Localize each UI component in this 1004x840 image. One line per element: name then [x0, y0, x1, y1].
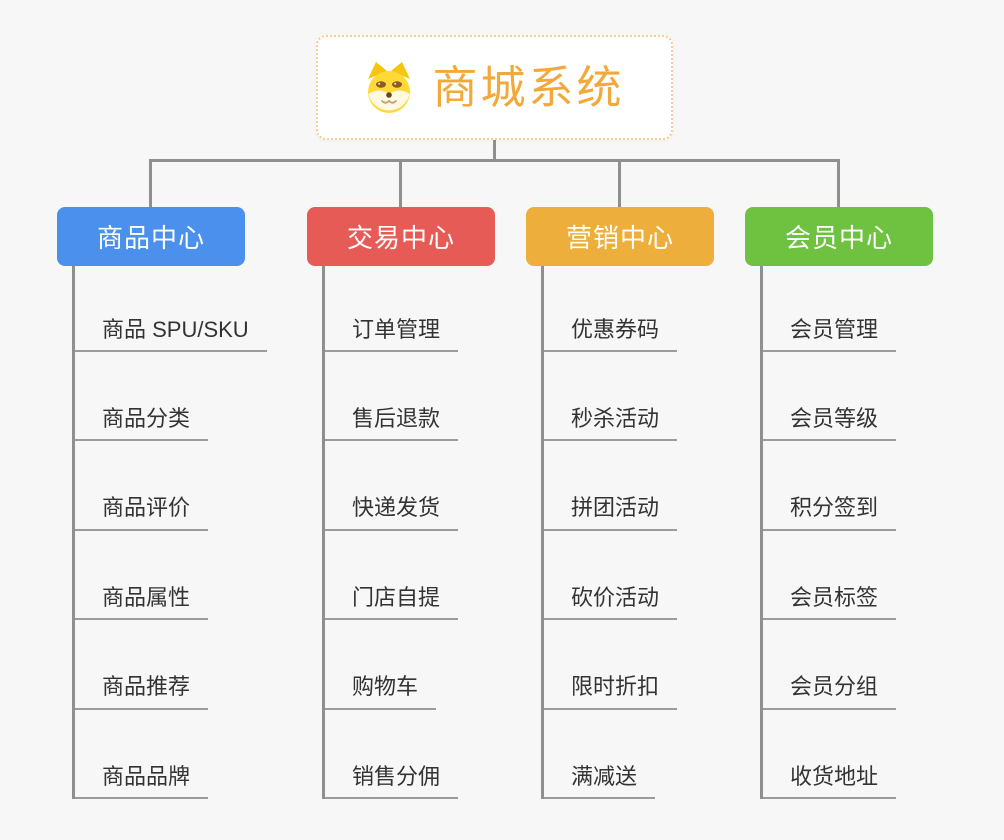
leaf-node[interactable]: 门店自提 — [322, 585, 459, 621]
branch-column-product-center: 商品中心 商品 SPU/SKU 商品分类 商品评价 商品属性 商品推荐 商品品牌 — [57, 207, 267, 799]
branch-node-trade-center[interactable]: 交易中心 — [307, 207, 495, 266]
leaf-node[interactable]: 销售分佣 — [322, 764, 459, 799]
branch-column-member-center: 会员中心 会员管理 会员等级 积分签到 会员标签 会员分组 收货地址 — [745, 207, 933, 799]
branch-node-product-center[interactable]: 商品中心 — [57, 207, 245, 266]
leaf-node[interactable]: 快递发货 — [322, 495, 459, 531]
branch-children: 会员管理 会员等级 积分签到 会员标签 会员分组 收货地址 — [760, 266, 933, 799]
leaf-node[interactable]: 收货地址 — [760, 764, 897, 799]
branch-children: 商品 SPU/SKU 商品分类 商品评价 商品属性 商品推荐 商品品牌 — [72, 266, 267, 799]
leaf-node[interactable]: 商品品牌 — [72, 764, 209, 799]
connector-drop — [399, 159, 402, 207]
root-node-mall-system[interactable]: 商城系统 — [316, 35, 673, 140]
leaf-node[interactable]: 满减送 — [541, 764, 656, 799]
leaf-node[interactable]: 积分签到 — [760, 495, 897, 531]
leaf-node[interactable]: 商品 SPU/SKU — [72, 317, 267, 352]
leaf-node[interactable]: 会员等级 — [760, 406, 897, 442]
branch-children: 优惠券码 秒杀活动 拼团活动 砍价活动 限时折扣 满减送 — [541, 266, 714, 799]
branch-column-marketing-center: 营销中心 优惠券码 秒杀活动 拼团活动 砍价活动 限时折扣 满减送 — [526, 207, 714, 799]
leaf-node[interactable]: 限时折扣 — [541, 674, 678, 710]
leaf-node[interactable]: 秒杀活动 — [541, 406, 678, 442]
branch-children: 订单管理 售后退款 快递发货 门店自提 购物车 销售分佣 — [322, 266, 495, 799]
leaf-node[interactable]: 砍价活动 — [541, 585, 678, 621]
leaf-node[interactable]: 购物车 — [322, 674, 437, 710]
leaf-node[interactable]: 商品推荐 — [72, 674, 209, 710]
leaf-node[interactable]: 订单管理 — [322, 317, 459, 352]
branch-label: 交易中心 — [346, 223, 455, 253]
branch-label: 会员中心 — [784, 223, 893, 253]
branch-node-member-center[interactable]: 会员中心 — [745, 207, 933, 266]
leaf-node[interactable]: 会员分组 — [760, 674, 897, 710]
connector-drop — [149, 159, 152, 207]
leaf-node[interactable]: 商品分类 — [72, 406, 209, 442]
leaf-node[interactable]: 优惠券码 — [541, 317, 678, 352]
branch-label: 营销中心 — [565, 223, 674, 253]
leaf-node[interactable]: 售后退款 — [322, 406, 459, 442]
connector-drop — [618, 159, 621, 207]
leaf-node[interactable]: 拼团活动 — [541, 495, 678, 531]
leaf-node[interactable]: 会员管理 — [760, 317, 897, 352]
branch-label: 商品中心 — [96, 223, 205, 253]
branch-node-marketing-center[interactable]: 营销中心 — [526, 207, 714, 266]
leaf-node[interactable]: 商品属性 — [72, 585, 209, 621]
leaf-node[interactable]: 商品评价 — [72, 495, 209, 531]
leaf-node[interactable]: 会员标签 — [760, 585, 897, 621]
connector-root-stub — [493, 140, 496, 162]
branch-column-trade-center: 交易中心 订单管理 售后退款 快递发货 门店自提 购物车 销售分佣 — [307, 207, 495, 799]
doge-icon — [364, 61, 414, 115]
root-title: 商城系统 — [432, 62, 625, 113]
connector-drop — [837, 159, 840, 207]
connector-horizontal — [149, 159, 840, 162]
